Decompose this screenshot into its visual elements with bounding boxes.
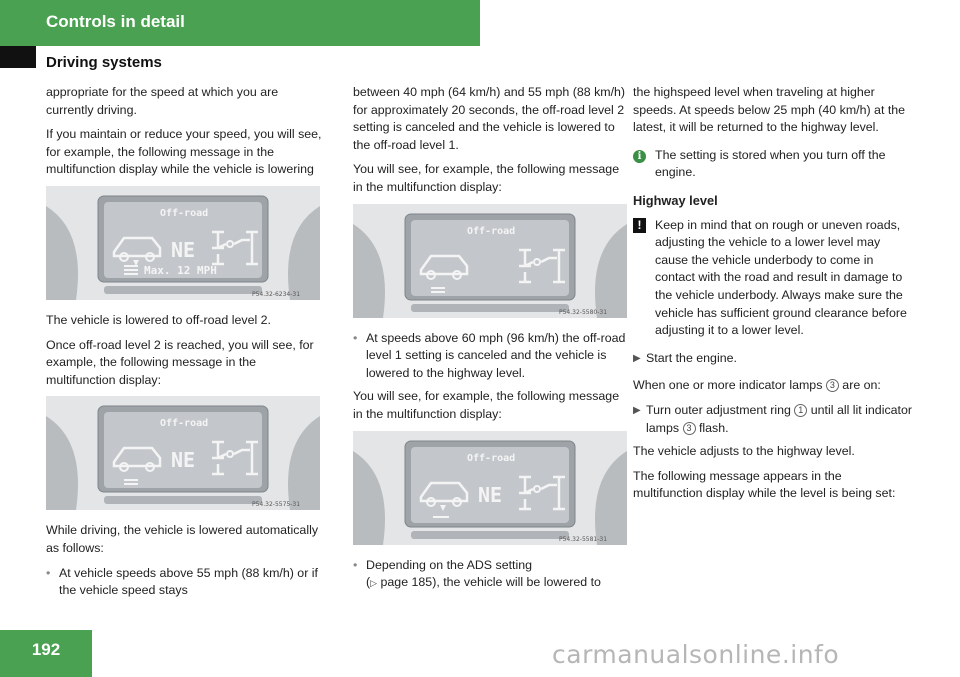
page-number: 192	[31, 640, 61, 659]
image-code: P54.32-6234-31	[252, 291, 300, 298]
display-label: Off-road	[467, 453, 515, 464]
callout-number: 3	[682, 421, 696, 435]
info-icon: i	[633, 149, 646, 163]
step-arrow-icon: ▶	[633, 404, 641, 416]
paragraph: While driving, the vehicle is lowered au…	[46, 523, 319, 555]
paragraph: The following message appears in the mul…	[633, 468, 896, 501]
display-max-speed: Max. 12 MPH	[144, 264, 217, 277]
display-ne: NE	[171, 448, 195, 472]
display-image-offroad-level2: Off-road NE P54.32-5575-31	[46, 396, 320, 511]
info-note: i The setting is stored when you turn of…	[633, 147, 913, 182]
column-2: between 40 mph (64 km/h) and 55 mph (88 …	[353, 84, 628, 599]
image-code: P54.32-5580-31	[559, 309, 607, 316]
paragraph: When one or more indicator lamps 3 are o…	[633, 378, 881, 393]
step-item: ▶ Start the engine.	[633, 350, 913, 368]
watermark-text: carmanualsonline.info	[552, 640, 840, 669]
section-tab-marker	[0, 46, 36, 68]
callout-number: 1	[794, 403, 808, 417]
bullet-item: • At vehicle speeds above 55 mph (88 km/…	[46, 565, 324, 600]
bullet-item: • At speeds above 60 mph (96 km/h) the o…	[353, 330, 628, 383]
display-ne: NE	[171, 238, 195, 262]
header-bar: Controls in detail	[0, 0, 480, 46]
page-reference-arrow-icon: ▷	[370, 578, 378, 589]
column-1: appropriate for the speed at which you a…	[46, 84, 324, 606]
column-3: the highspeed level when traveling at hi…	[633, 84, 913, 510]
display-image-offroad-level1: Off-road P54.32-5580-31	[353, 203, 627, 318]
paragraph: Once off-road level 2 is reached, you wi…	[46, 337, 314, 387]
section-title: Driving systems	[46, 54, 162, 71]
bullet-item: • Depending on the ADS setting(▷ page 18…	[353, 557, 628, 593]
image-code: P54.32-5581-31	[559, 536, 607, 543]
display-image-highway: Off-road NE P54.32-5581-31	[353, 430, 627, 545]
bullet-dot-icon: •	[46, 565, 51, 580]
callout-number: 3	[825, 379, 839, 393]
display-label: Off-road	[467, 226, 515, 237]
warning-note: ! Keep in mind that on rough or uneven r…	[633, 217, 913, 340]
display-label: Off-road	[160, 418, 208, 429]
image-code: P54.32-5575-31	[252, 501, 300, 508]
step-arrow-icon: ▶	[633, 352, 641, 364]
display-label: Off-road	[160, 208, 208, 219]
display-image-lowering: Off-road NE Max. 12 MPH P54.32-6234-31	[46, 185, 320, 300]
bullet-dot-icon: •	[353, 557, 358, 572]
paragraph: The vehicle is lowered to off-road level…	[46, 312, 271, 327]
bullet-dot-icon: •	[353, 330, 358, 345]
chapter-title: Controls in detail	[46, 12, 185, 31]
paragraph: the highspeed level when traveling at hi…	[633, 85, 906, 135]
paragraph: You will see, for example, the following…	[353, 389, 620, 421]
paragraph: between 40 mph (64 km/h) and 55 mph (88 …	[353, 85, 626, 152]
page-reference-link[interactable]: page 185	[380, 575, 433, 590]
paragraph: If you maintain or reduce your speed, yo…	[46, 127, 322, 177]
paragraph: You will see, for example, the following…	[353, 162, 620, 194]
subheading-highway-level: Highway level	[633, 192, 718, 208]
display-ne: NE	[478, 483, 502, 507]
step-item: ▶ Turn outer adjustment ring 1 until all…	[633, 402, 913, 437]
page-number-box: 192	[0, 630, 92, 677]
paragraph: The vehicle adjusts to the highway level…	[633, 444, 855, 459]
paragraph: appropriate for the speed at which you a…	[46, 85, 279, 117]
warning-exclamation-icon: !	[633, 217, 646, 233]
